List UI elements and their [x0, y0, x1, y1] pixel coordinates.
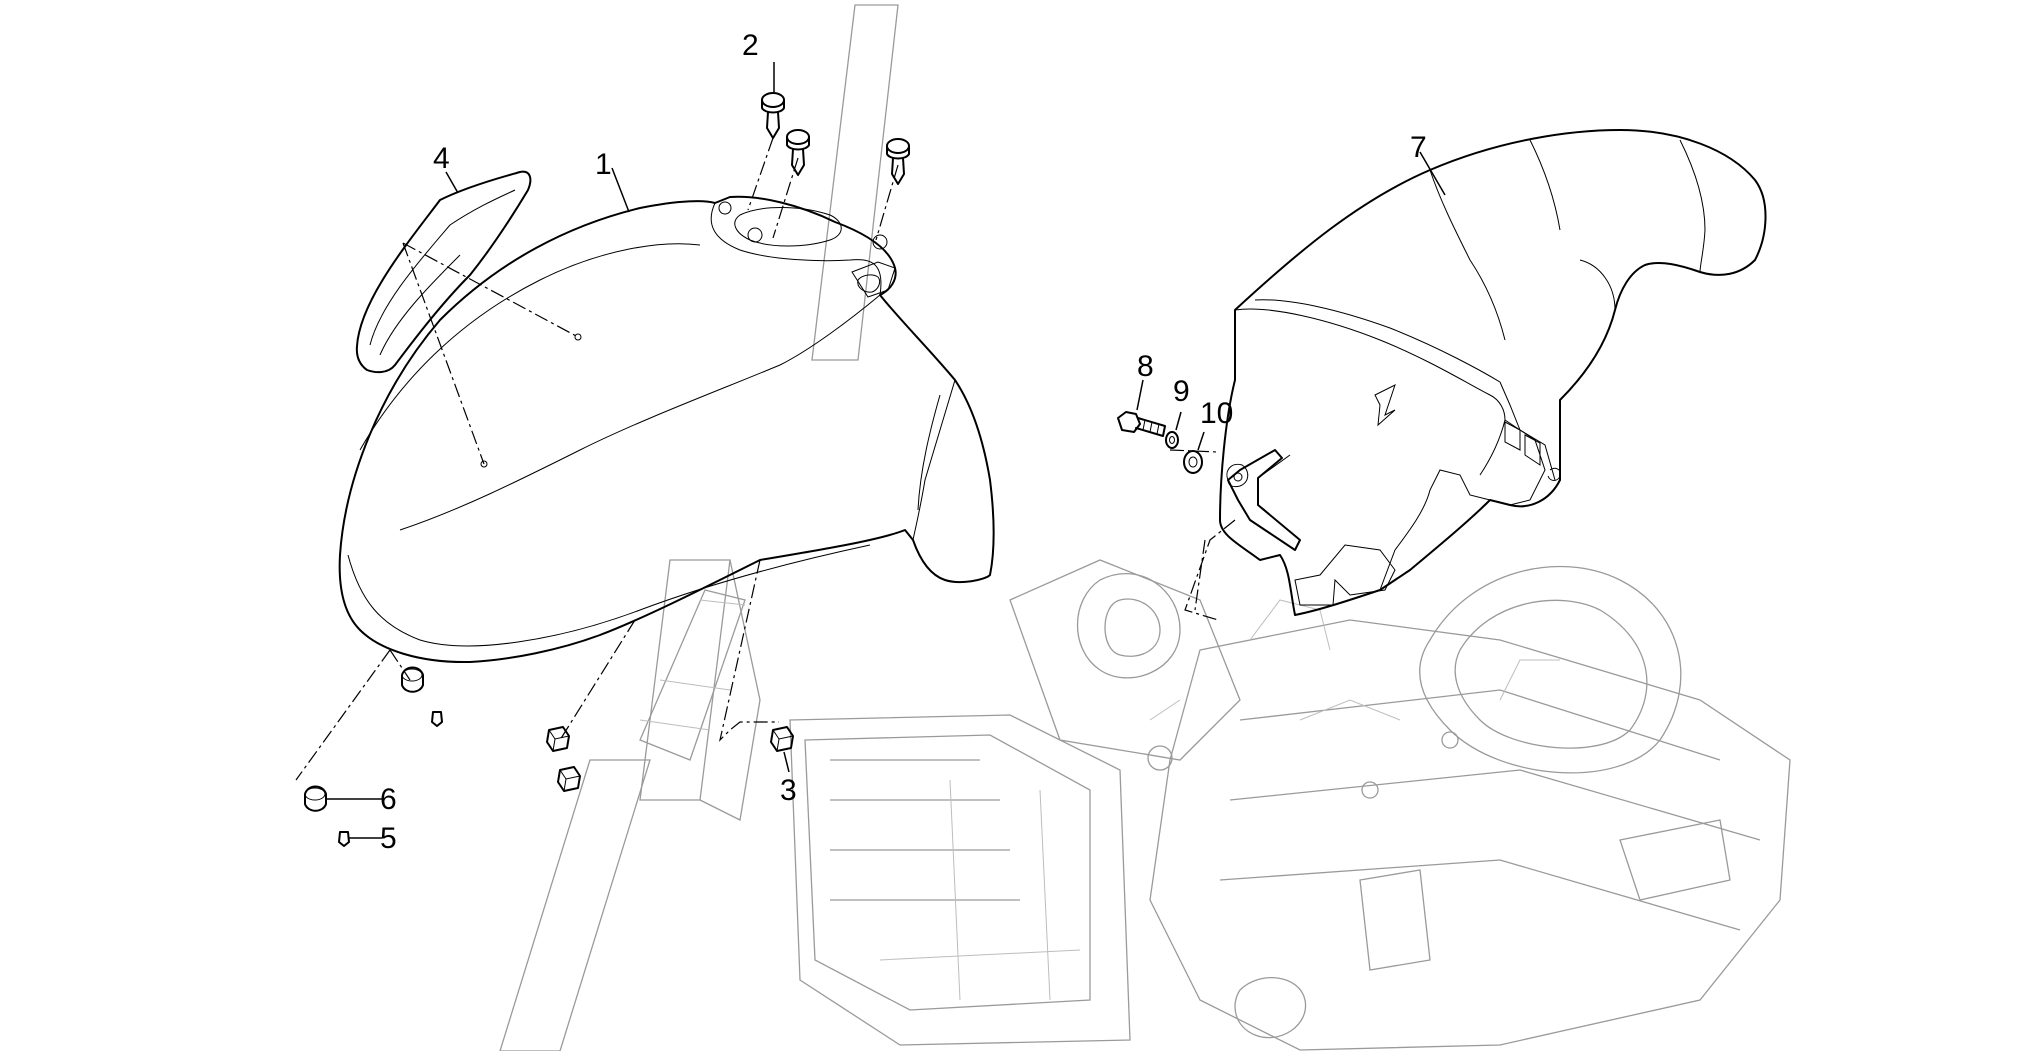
assembly-axis-lines — [295, 137, 1236, 781]
engine-ghost — [789, 559, 1791, 1051]
callout-1: 1 — [595, 148, 612, 181]
callout-6: 6 — [380, 783, 397, 816]
part-3-nuts — [546, 726, 794, 792]
callout-7: 7 — [1410, 131, 1427, 164]
callout-4: 4 — [433, 142, 450, 175]
part-1-front-mudguard — [338, 195, 995, 664]
callout-10: 10 — [1200, 397, 1233, 430]
callout-leaders — [325, 62, 1446, 839]
callout-5: 5 — [380, 822, 397, 855]
part-10-flat-washer — [1183, 450, 1203, 474]
callout-2: 2 — [742, 29, 759, 62]
part-7-rear-hugger — [1219, 129, 1767, 616]
part-5-small-screws — [338, 711, 443, 847]
callout-8: 8 — [1137, 350, 1154, 383]
callout-3: 3 — [780, 774, 797, 807]
part-2-screws — [761, 92, 910, 185]
part-9-washer — [1165, 431, 1179, 449]
front-fork-ghost — [499, 4, 899, 1051]
mounting-bracket — [1226, 449, 1301, 551]
part-4-trim-strip — [355, 170, 532, 374]
callout-9: 9 — [1173, 375, 1190, 408]
callout-labels: 1 2 3 4 5 6 7 8 9 10 — [380, 29, 1427, 855]
part-8-bolt — [1117, 411, 1166, 437]
part-6-grommets — [304, 666, 424, 812]
